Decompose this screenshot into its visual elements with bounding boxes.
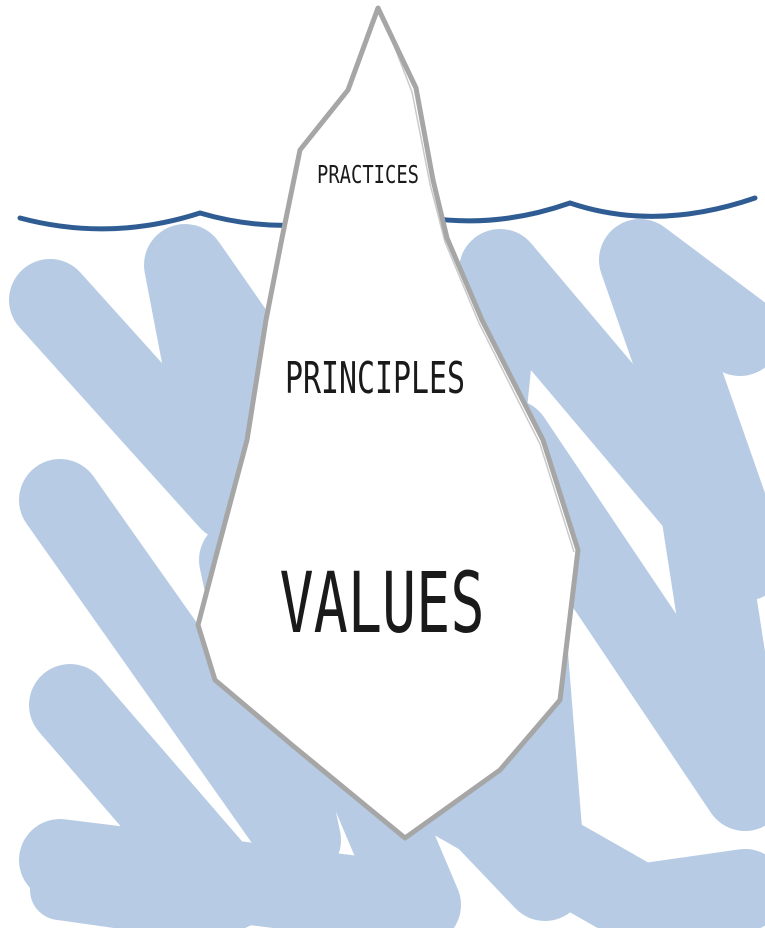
- iceberg-shape: [195, 5, 581, 841]
- scribble-stroke: [30, 860, 230, 928]
- iceberg: [195, 5, 581, 841]
- label-principles: PRINCIPLES: [285, 353, 465, 404]
- label-practices: PRACTICES: [317, 160, 419, 189]
- label-values: VALUES: [280, 554, 485, 652]
- iceberg-sketch-line: [380, 11, 575, 553]
- scribble-stroke: [19, 664, 765, 928]
